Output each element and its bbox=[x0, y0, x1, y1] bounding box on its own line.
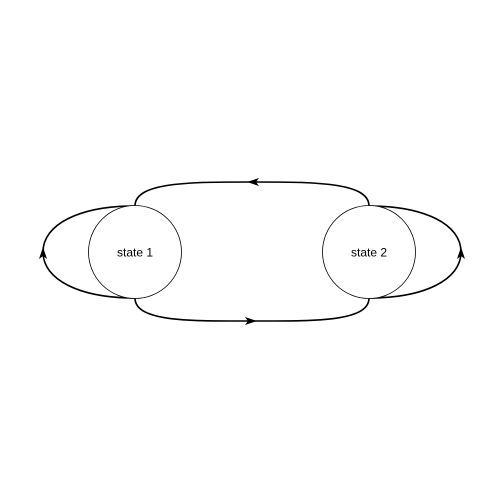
node-state-1-label: state 1 bbox=[117, 246, 153, 260]
arrowhead-state1-to-state2 bbox=[245, 317, 257, 325]
arrowhead-state2-to-state1 bbox=[247, 178, 259, 186]
edge-state2-to-state1 bbox=[134, 181, 370, 207]
node-state-1: state 1 bbox=[88, 205, 182, 299]
arrowhead-state2-self-loop bbox=[457, 247, 465, 259]
node-state-2-label: state 2 bbox=[351, 246, 387, 260]
node-state-2: state 2 bbox=[322, 205, 416, 299]
arrowhead-state1-self-loop bbox=[39, 247, 47, 259]
node-state-2-circle bbox=[322, 205, 416, 299]
edge-state1-to-state2 bbox=[134, 297, 370, 322]
node-state-1-circle bbox=[88, 205, 182, 299]
